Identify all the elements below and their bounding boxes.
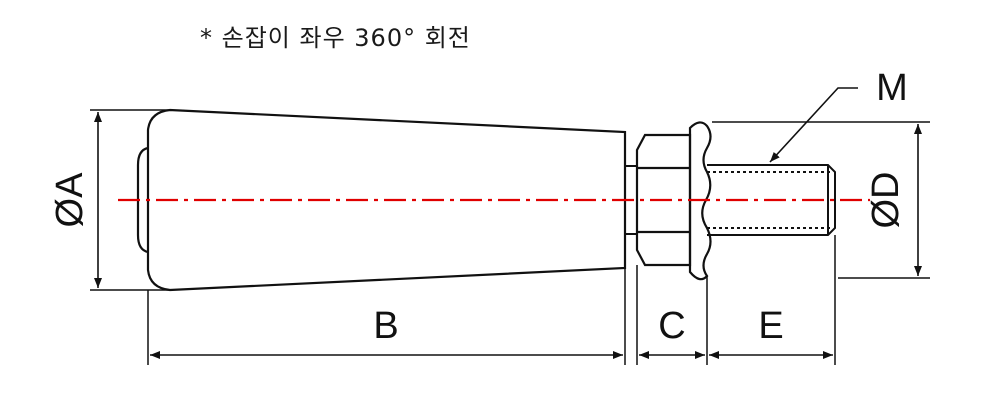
label-diameter-d: ØD <box>865 172 907 229</box>
rotation-note: * 손잡이 좌우 360° 회전 <box>200 24 471 52</box>
thread-leader <box>769 87 858 163</box>
label-length-e: E <box>758 305 783 347</box>
label-length-b: B <box>373 305 398 347</box>
label-diameter-a: ØA <box>49 172 91 228</box>
label-thread-m: M <box>876 67 908 109</box>
threaded-stud <box>707 164 836 236</box>
dimension-lines <box>94 112 922 359</box>
label-length-c: C <box>658 305 685 347</box>
extension-lines <box>90 109 930 365</box>
